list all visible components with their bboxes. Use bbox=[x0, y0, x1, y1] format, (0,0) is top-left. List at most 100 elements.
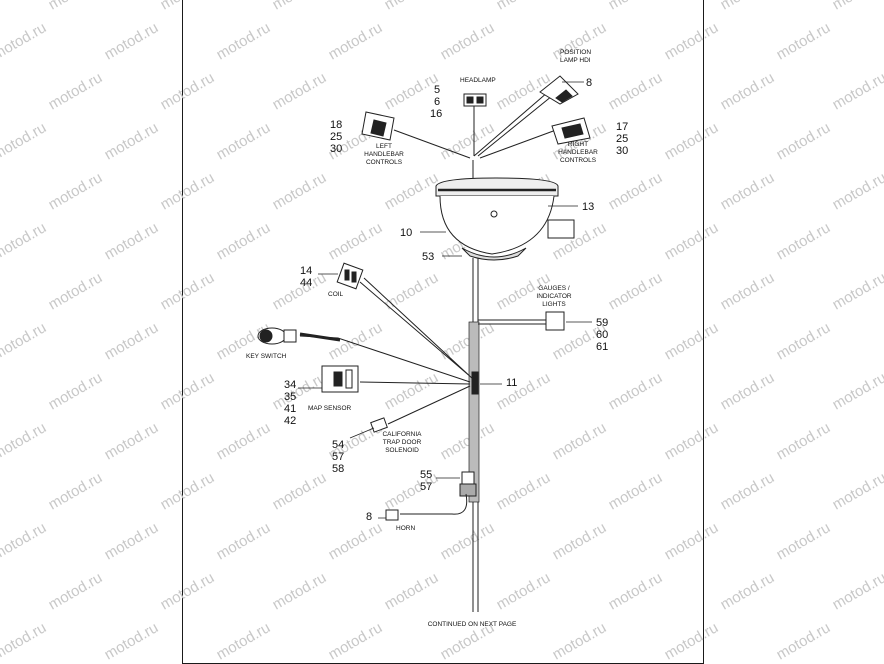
callout-gauges-b: 60 bbox=[596, 329, 608, 341]
watermark-text: motod.ru bbox=[606, 569, 666, 613]
callout-headlamp-c: 16 bbox=[430, 108, 442, 120]
watermark-text: motod.ru bbox=[494, 569, 554, 613]
watermark-text: motod.ru bbox=[662, 519, 722, 563]
callout-cal-a: 54 bbox=[332, 439, 344, 451]
watermark-text: motod.ru bbox=[0, 119, 49, 163]
watermark-text: motod.ru bbox=[718, 69, 778, 113]
callout-position-lamp: 8 bbox=[586, 77, 592, 89]
watermark-text: motod.ru bbox=[46, 0, 106, 13]
watermark-text: motod.ru bbox=[46, 169, 106, 213]
watermark-text: motod.ru bbox=[550, 619, 610, 663]
watermark-text: motod.ru bbox=[270, 569, 330, 613]
watermark-text: motod.ru bbox=[0, 219, 49, 263]
right-handlebar-label-1: RIGHT bbox=[568, 141, 588, 148]
watermark-text: motod.ru bbox=[158, 569, 218, 613]
callout-clip-b: 57 bbox=[420, 481, 432, 493]
watermark-text: motod.ru bbox=[438, 19, 498, 63]
horn-label: HORN bbox=[396, 525, 415, 532]
watermark-text: motod.ru bbox=[662, 419, 722, 463]
watermark-text: motod.ru bbox=[550, 419, 610, 463]
watermark-text: motod.ru bbox=[606, 369, 666, 413]
gauges-label-1: GAUGES / bbox=[538, 285, 570, 292]
map-sensor-connector bbox=[322, 366, 358, 392]
callout-clip-a: 55 bbox=[420, 469, 432, 481]
watermark-text: motod.ru bbox=[718, 169, 778, 213]
left-handlebar-label-2: HANDLEBAR bbox=[364, 151, 404, 158]
watermark-text: motod.ru bbox=[774, 419, 834, 463]
watermark-text: motod.ru bbox=[46, 469, 106, 513]
watermark-text: motod.ru bbox=[270, 469, 330, 513]
watermark-text: motod.ru bbox=[830, 269, 884, 313]
watermark-text: motod.ru bbox=[270, 69, 330, 113]
gauges-label-2: INDICATOR bbox=[536, 293, 571, 300]
watermark-text: motod.ru bbox=[774, 319, 834, 363]
watermark-text: motod.ru bbox=[0, 319, 49, 363]
watermark-text: motod.ru bbox=[102, 319, 162, 363]
callout-junction: 11 bbox=[506, 377, 517, 389]
watermark-text: motod.ru bbox=[438, 319, 498, 363]
watermark-text: motod.ru bbox=[662, 619, 722, 663]
watermark-text: motod.ru bbox=[46, 569, 106, 613]
watermark-text: motod.ru bbox=[382, 169, 442, 213]
watermark-text: motod.ru bbox=[662, 219, 722, 263]
watermark-text: motod.ru bbox=[158, 269, 218, 313]
callout-nacelle: 10 bbox=[400, 227, 412, 239]
watermark-text: motod.ru bbox=[606, 469, 666, 513]
watermark-text: motod.ru bbox=[0, 519, 49, 563]
headlamp-label: HEADLAMP bbox=[460, 77, 496, 84]
callout-nacelle-bottom: 53 bbox=[422, 251, 434, 263]
watermark-text: motod.ru bbox=[830, 169, 884, 213]
position-lamp-label-1: POSITION bbox=[560, 49, 591, 56]
watermark-text: motod.ru bbox=[662, 19, 722, 63]
callout-headlamp-a: 5 bbox=[434, 84, 440, 96]
callout-left-a: 18 bbox=[330, 119, 342, 131]
watermark-text: motod.ru bbox=[0, 619, 49, 663]
watermark-text: motod.ru bbox=[774, 619, 834, 663]
watermark-text: motod.ru bbox=[830, 469, 884, 513]
callout-headlamp-b: 6 bbox=[434, 96, 440, 108]
watermark-text: motod.ru bbox=[830, 69, 884, 113]
watermark-text: motod.ru bbox=[774, 19, 834, 63]
watermark-text: motod.ru bbox=[718, 269, 778, 313]
callout-gauges-c: 61 bbox=[596, 341, 608, 353]
watermark-text: motod.ru bbox=[158, 169, 218, 213]
callout-left-c: 30 bbox=[330, 143, 342, 155]
key-switch-label: KEY SWITCH bbox=[246, 353, 287, 360]
watermark-text: motod.ru bbox=[662, 119, 722, 163]
watermark-text: motod.ru bbox=[382, 0, 442, 13]
coil-label: COIL bbox=[328, 291, 344, 298]
watermark-text: motod.ru bbox=[158, 369, 218, 413]
watermark-text: motod.ru bbox=[606, 269, 666, 313]
watermark-text: motod.ru bbox=[214, 119, 274, 163]
watermark-text: motod.ru bbox=[158, 69, 218, 113]
map-sensor-label: MAP SENSOR bbox=[308, 405, 352, 412]
callout-right-c: 30 bbox=[616, 145, 628, 157]
watermark-text: motod.ru bbox=[214, 419, 274, 463]
watermark-text: motod.ru bbox=[326, 219, 386, 263]
callout-right-a: 17 bbox=[616, 121, 628, 133]
gauges-label-3: LIGHTS bbox=[542, 301, 566, 308]
watermark-text: motod.ru bbox=[46, 269, 106, 313]
callout-map-d: 42 bbox=[284, 415, 296, 427]
california-label-2: TRAP DOOR bbox=[383, 439, 422, 446]
watermark-text: motod.ru bbox=[718, 369, 778, 413]
watermark-text: motod.ru bbox=[214, 619, 274, 663]
watermark-text: motod.ru bbox=[438, 419, 498, 463]
left-handlebar-label-1: LEFT bbox=[376, 143, 392, 150]
watermark-text: motod.ru bbox=[102, 19, 162, 63]
watermark-text: motod.ru bbox=[438, 519, 498, 563]
watermark-text: motod.ru bbox=[102, 519, 162, 563]
junction-block bbox=[472, 372, 478, 394]
watermark-text: motod.ru bbox=[326, 319, 386, 363]
horn-connector bbox=[386, 510, 398, 520]
gauges-connector bbox=[546, 312, 564, 330]
watermark-text: motod.ru bbox=[494, 469, 554, 513]
california-connector bbox=[371, 418, 388, 432]
watermark-text: motod.ru bbox=[494, 0, 554, 13]
watermark-text: motod.ru bbox=[46, 369, 106, 413]
watermark-text: motod.ru bbox=[774, 119, 834, 163]
watermark-text: motod.ru bbox=[214, 519, 274, 563]
watermark-text: motod.ru bbox=[270, 169, 330, 213]
